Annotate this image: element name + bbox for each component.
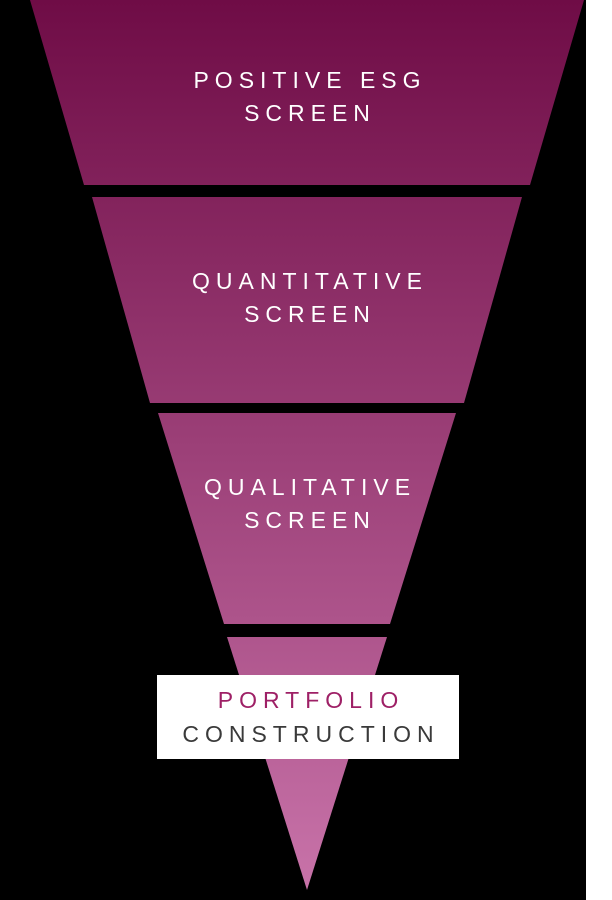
funnel-segment-quantitative-screen xyxy=(92,197,522,403)
stage-label-positive-esg-screen: POSITIVE ESG SCREEN xyxy=(1,64,612,130)
stage-label-line: QUANTITATIVE xyxy=(192,268,428,294)
stage-label-qualitative-screen: QUALITATIVE SCREEN xyxy=(1,471,612,537)
portfolio-label: PORTFOLIO xyxy=(217,687,405,713)
stage-label-line: SCREEN xyxy=(244,301,376,327)
stage-label-quantitative-screen: QUANTITATIVE SCREEN xyxy=(1,265,612,331)
page-margin-strip xyxy=(586,0,612,900)
construction-label: CONSTRUCTION xyxy=(182,721,440,747)
stage-label-line: SCREEN xyxy=(244,100,376,126)
portfolio-construction-box: PORTFOLIO CONSTRUCTION xyxy=(157,675,459,759)
funnel-segment-qualitative-screen xyxy=(158,413,456,624)
stage-label-line: SCREEN xyxy=(244,507,376,533)
stage-label-line: QUALITATIVE xyxy=(203,474,417,500)
stage-label-line: POSITIVE ESG xyxy=(193,67,427,93)
funnel-segment-positive-esg-screen xyxy=(30,0,584,185)
